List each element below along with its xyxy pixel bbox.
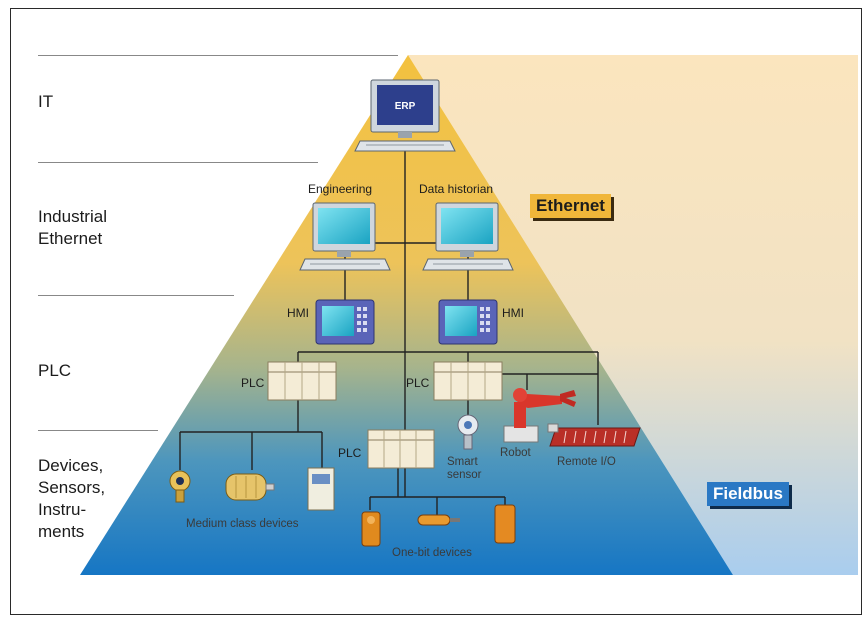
one-bit-device-icon-2	[494, 504, 516, 544]
ethernet-tag: Ethernet	[530, 194, 611, 218]
remote-io-label: Remote I/O	[557, 456, 616, 468]
plc-label-right: PLC	[406, 376, 430, 390]
plc-label-bottom: PLC	[338, 446, 362, 460]
erp-label: ERP	[395, 101, 416, 112]
proximity-sensor-icon	[417, 514, 460, 526]
background-panel	[408, 55, 858, 575]
level-divider	[38, 295, 234, 296]
drive-module-icon	[307, 467, 335, 511]
plc-rack-icon-left	[267, 361, 337, 401]
erp-computer-icon: ERP	[354, 79, 456, 152]
hmi-label-right: HMI	[502, 306, 524, 320]
motor-icon	[225, 473, 275, 501]
level-label-plc: PLC	[38, 361, 72, 380]
level-label-devices: Devices, Sensors, Instru- ments	[38, 456, 106, 541]
data-historian-computer-icon	[422, 202, 514, 271]
hmi-label-left: HMI	[287, 306, 309, 320]
level-label-it: IT	[38, 92, 54, 111]
engineering-computer-icon	[299, 202, 391, 271]
data-historian-label: Data historian	[419, 182, 494, 196]
smart-sensor-icon	[457, 414, 479, 450]
plc-label-left: PLC	[241, 376, 265, 390]
medium-class-devices-label: Medium class devices	[186, 518, 299, 530]
one-bit-device-icon-1	[361, 511, 381, 547]
pressure-sensor-icon	[169, 470, 191, 503]
plc-rack-icon-bottom	[367, 429, 435, 469]
level-divider	[38, 162, 318, 163]
engineering-label: Engineering	[308, 182, 373, 196]
level-divider	[38, 55, 398, 56]
fieldbus-tag: Fieldbus	[707, 482, 789, 506]
level-divider	[38, 430, 158, 431]
one-bit-devices-label: One-bit devices	[392, 547, 472, 559]
remote-io-icon	[547, 423, 641, 447]
plc-rack-icon-right	[433, 361, 503, 401]
robot-arm-icon	[503, 388, 576, 443]
robot-label: Robot	[500, 447, 531, 459]
hmi-panel-icon-left	[315, 299, 375, 345]
smart-sensor-label: Smart sensor	[447, 456, 482, 481]
level-label-industrial-ethernet: Industrial Ethernet	[38, 207, 107, 248]
hmi-panel-icon-right	[438, 299, 498, 345]
